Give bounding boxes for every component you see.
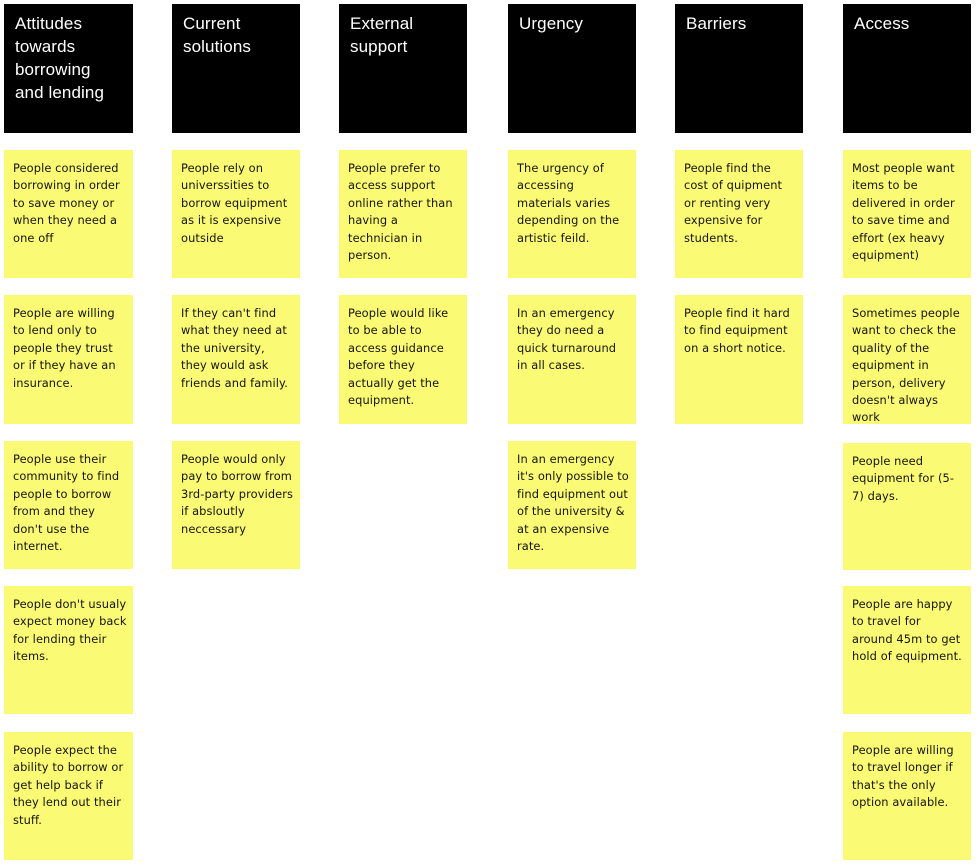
sticky-note[interactable]: People expect the ability to borrow or g…: [4, 732, 133, 860]
note-text: Most people want items to be delivered i…: [852, 161, 955, 263]
header-urgency-label: Urgency: [519, 14, 584, 33]
header-barriers-label: Barriers: [686, 14, 747, 33]
header-barriers: Barriers: [675, 4, 803, 133]
header-attitudes: Attitudes towards borrowing and lending: [4, 4, 133, 133]
sticky-note[interactable]: People need equipment for (5-7) days.: [843, 443, 971, 570]
sticky-note[interactable]: People rely on universsities to borrow e…: [172, 150, 300, 278]
note-text: In an emergency they do need a quick tur…: [517, 306, 617, 373]
note-text: People prefer to access support online r…: [348, 161, 453, 263]
header-external-support-label: External support: [350, 14, 414, 56]
sticky-note[interactable]: Most people want items to be delivered i…: [843, 150, 971, 278]
header-current-solutions: Current solutions: [172, 4, 300, 133]
note-text: People are happy to travel for around 45…: [852, 597, 962, 664]
note-text: People considered borrowing in order to …: [13, 161, 120, 245]
header-access: Access: [843, 4, 971, 133]
sticky-note[interactable]: People are happy to travel for around 45…: [843, 586, 971, 714]
sticky-note[interactable]: In an emergency it's only possible to fi…: [508, 441, 636, 569]
note-text: People are willing to travel longer if t…: [852, 743, 954, 810]
header-attitudes-label: Attitudes towards borrowing and lending: [15, 14, 105, 102]
sticky-note[interactable]: If they can't find what they need at the…: [172, 295, 300, 424]
note-text: People use their community to find peopl…: [13, 452, 120, 554]
sticky-note[interactable]: People are willing to travel longer if t…: [843, 732, 971, 860]
note-text: The urgency of accessing materials varie…: [517, 161, 620, 245]
sticky-note[interactable]: People find it hard to find equipment on…: [675, 295, 803, 424]
sticky-note[interactable]: Sometimes people want to check the quali…: [843, 295, 971, 424]
note-text: People find the cost of quipment or rent…: [684, 161, 783, 245]
header-access-label: Access: [854, 14, 910, 33]
sticky-note[interactable]: People find the cost of quipment or rent…: [675, 150, 803, 278]
note-text: People are willing to lend only to peopl…: [13, 306, 116, 390]
note-text: People expect the ability to borrow or g…: [13, 743, 124, 827]
note-text: Sometimes people want to check the quali…: [852, 306, 960, 424]
note-text: In an emergency it's only possible to fi…: [517, 452, 629, 554]
header-current-solutions-label: Current solutions: [183, 14, 251, 56]
sticky-note[interactable]: The urgency of accessing materials varie…: [508, 150, 636, 278]
sticky-note[interactable]: People would only pay to borrow from 3rd…: [172, 441, 300, 569]
note-text: People don't usualy expect money back fo…: [13, 597, 127, 664]
note-text: If they can't find what they need at the…: [181, 306, 288, 390]
sticky-note[interactable]: People use their community to find peopl…: [4, 441, 133, 569]
note-text: People rely on universsities to borrow e…: [181, 161, 288, 245]
sticky-note[interactable]: In an emergency they do need a quick tur…: [508, 295, 636, 424]
header-urgency: Urgency: [508, 4, 636, 133]
sticky-note[interactable]: People would like to be able to access g…: [339, 295, 467, 424]
sticky-note[interactable]: People prefer to access support online r…: [339, 150, 467, 278]
sticky-note[interactable]: People considered borrowing in order to …: [4, 150, 133, 278]
note-text: People would like to be able to access g…: [348, 306, 449, 408]
note-text: People find it hard to find equipment on…: [684, 306, 790, 355]
sticky-note[interactable]: People are willing to lend only to peopl…: [4, 295, 133, 424]
note-text: People would only pay to borrow from 3rd…: [181, 452, 294, 536]
header-external-support: External support: [339, 4, 467, 133]
sticky-note[interactable]: People don't usualy expect money back fo…: [4, 586, 133, 714]
note-text: People need equipment for (5-7) days.: [852, 454, 955, 503]
